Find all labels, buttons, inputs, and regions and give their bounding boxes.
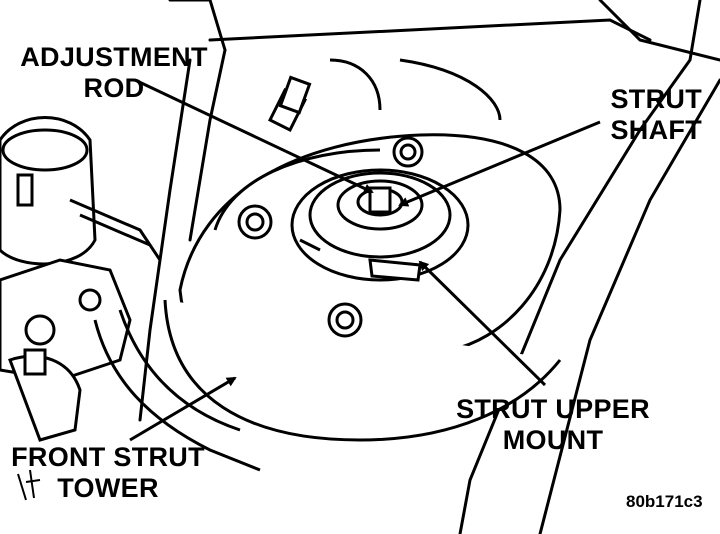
label-strut-upper-mount-line2: MOUNT: [502, 425, 604, 455]
arrow-adjustment-rod: [134, 78, 374, 194]
upper-rod: [267, 58, 502, 133]
label-front-strut-tower: FRONT STRUT TOWER: [8, 442, 208, 504]
leader-arrows: [129, 78, 601, 442]
label-adjustment-rod-line1: ADJUSTMENT: [20, 42, 208, 72]
label-front-strut-tower-line2: TOWER: [57, 473, 159, 503]
label-strut-shaft: STRUT SHAFT: [598, 84, 702, 146]
arrow-strut-upper-mount: [418, 260, 547, 387]
figure-reference: 80b171c3: [626, 492, 703, 511]
arrow-strut-shaft: [398, 120, 601, 207]
label-adjustment-rod: ADJUSTMENT ROD: [14, 42, 214, 104]
hoses: [69, 198, 261, 472]
label-front-strut-tower-line1: FRONT STRUT: [11, 442, 205, 472]
mount-nuts: [237, 136, 424, 338]
master-cylinder: [0, 116, 132, 442]
label-strut-upper-mount-line1: STRUT UPPER: [456, 394, 650, 424]
label-strut-upper-mount: STRUT UPPER MOUNT: [452, 394, 654, 456]
tower-marks: [17, 469, 41, 501]
label-strut-shaft-line1: STRUT: [610, 84, 702, 114]
label-strut-shaft-line2: SHAFT: [610, 115, 702, 145]
label-adjustment-rod-line2: ROD: [83, 73, 145, 103]
body-panel-lines: [138, 0, 720, 534]
arrow-front-strut-tower: [129, 376, 237, 442]
strut-upper-mount: [290, 168, 470, 282]
